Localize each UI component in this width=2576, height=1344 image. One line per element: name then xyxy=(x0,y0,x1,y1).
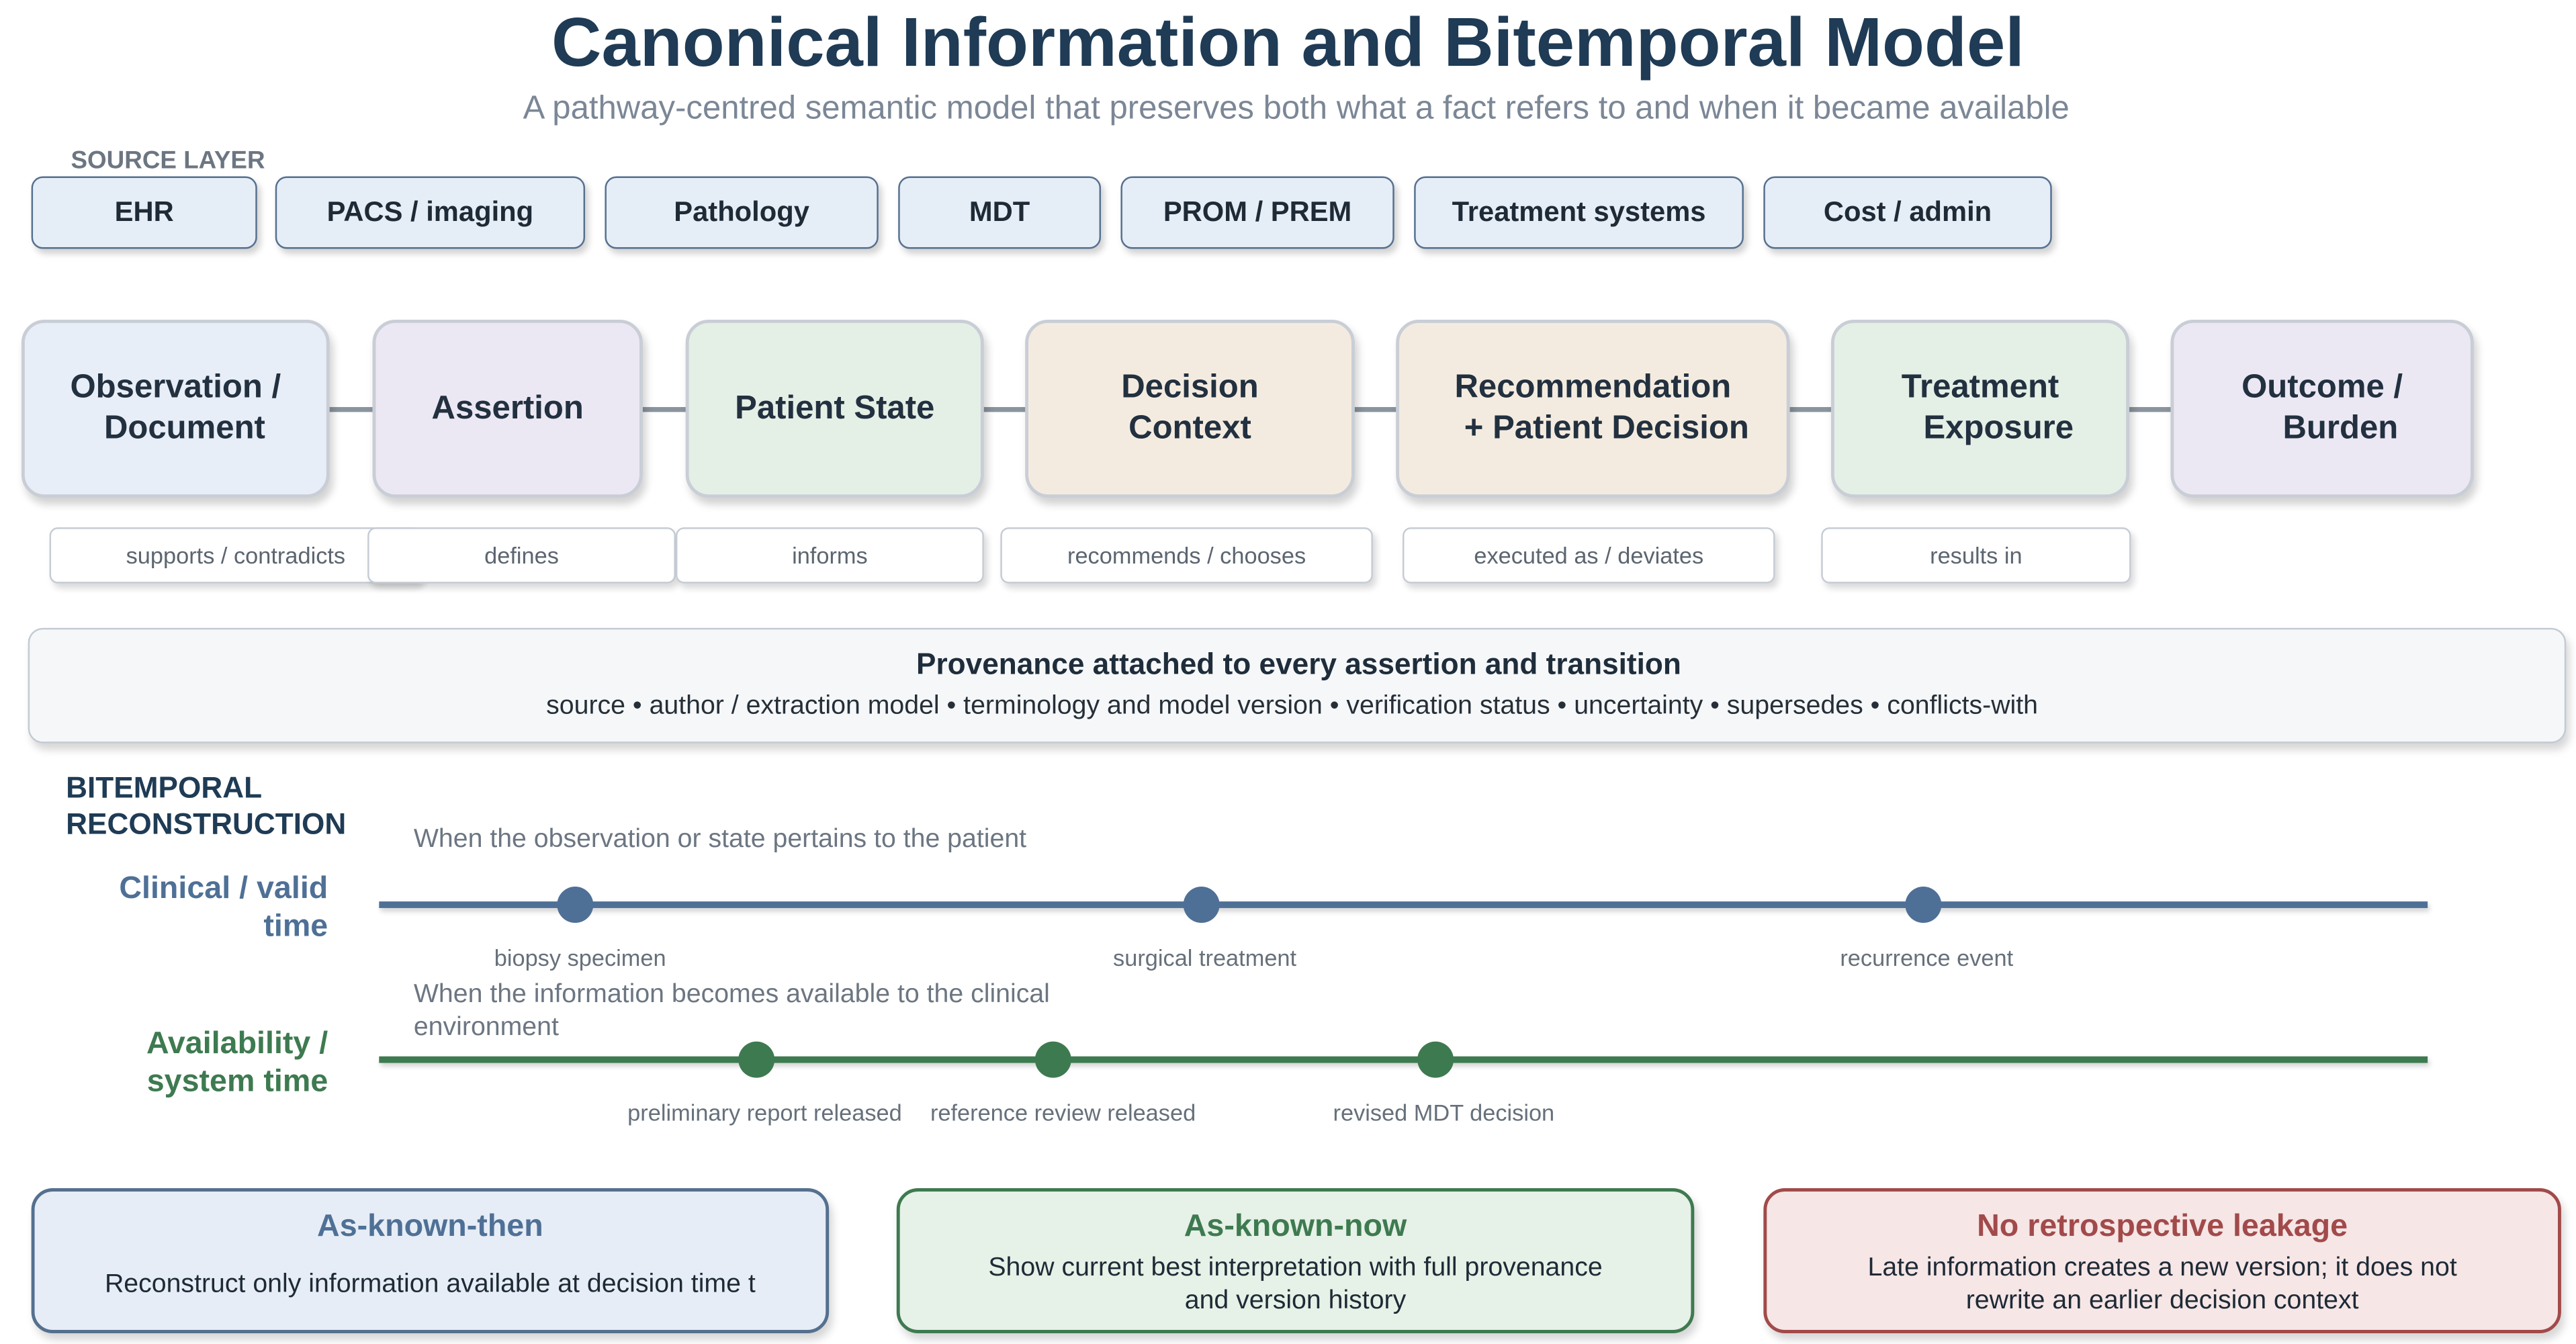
relation-label: recommends / chooses xyxy=(1000,527,1373,584)
clinical-time-description: When the observation or state pertains t… xyxy=(413,825,1027,854)
node-observation-document: Observation / Document xyxy=(21,319,330,498)
availability-event-label: reference review released xyxy=(930,1099,1196,1126)
relation-label: results in xyxy=(1821,527,2131,584)
source-mdt: MDT xyxy=(898,176,1102,249)
clinical-event-marker xyxy=(1183,887,1220,924)
relation-label: supports / contradicts xyxy=(49,527,423,584)
node-patient-state: Patient State xyxy=(685,319,984,498)
card-title: As-known-now xyxy=(1184,1209,1407,1245)
availability-time-description: When the information becomes available t… xyxy=(413,980,1050,1042)
card-text: Late information creates a new version; … xyxy=(1867,1254,2457,1315)
clinical-event-marker xyxy=(1905,887,1942,924)
card-no-retrospective-leakage: No retrospective leakage Late informatio… xyxy=(1763,1188,2561,1333)
source-layer-label: SOURCE LAYER xyxy=(71,146,265,175)
node-label: Assertion xyxy=(431,390,584,427)
source-pathology: Pathology xyxy=(605,176,879,249)
availability-timeline xyxy=(379,1056,2428,1063)
page-subtitle: A pathway-centred semantic model that pr… xyxy=(523,90,2070,127)
pathway-connector xyxy=(328,407,374,412)
pathway-connector xyxy=(1353,407,1400,412)
node-label: Recommendation + Patient Decision xyxy=(1454,369,1749,447)
source-cost-admin: Cost / admin xyxy=(1763,176,2052,249)
relation-label: defines xyxy=(367,527,676,584)
provenance-panel: Provenance attached to every assertion a… xyxy=(28,627,2567,744)
card-text: Show current best interpretation with fu… xyxy=(988,1254,1603,1315)
node-decision-context: Decision Context xyxy=(1025,319,1355,498)
node-treatment-exposure: Treatment Exposure xyxy=(1830,319,2130,498)
provenance-title: Provenance attached to every assertion a… xyxy=(916,647,1681,681)
pathway-connector xyxy=(982,407,1029,412)
card-as-known-then: As-known-then Reconstruct only informati… xyxy=(31,1188,830,1333)
node-label: Outcome / Burden xyxy=(2241,369,2403,447)
provenance-items: source • author / extraction model • ter… xyxy=(546,692,2039,721)
clinical-event-label: recurrence event xyxy=(1840,944,2014,971)
availability-event-marker xyxy=(738,1041,775,1078)
clinical-event-label: surgical treatment xyxy=(1113,944,1297,971)
clinical-event-label: biopsy specimen xyxy=(494,944,666,971)
availability-event-marker xyxy=(1034,1041,1071,1078)
card-title: No retrospective leakage xyxy=(1977,1209,2348,1245)
bitemporal-label: BITEMPORAL RECONSTRUCTION xyxy=(66,771,347,841)
node-label: Patient State xyxy=(735,390,935,427)
node-label: Observation / Document xyxy=(70,369,281,447)
clinical-event-marker xyxy=(557,887,594,924)
availability-event-marker xyxy=(1417,1041,1454,1078)
pathway-connector xyxy=(1788,407,1834,412)
node-label: Decision Context xyxy=(1121,369,1259,447)
node-label: Treatment Exposure xyxy=(1901,369,2074,447)
card-as-known-now: As-known-now Show current best interpret… xyxy=(896,1188,1695,1333)
node-outcome-burden: Outcome / Burden xyxy=(2170,319,2474,498)
availability-time-label: Availability / system time xyxy=(146,1026,328,1100)
node-assertion: Assertion xyxy=(372,319,643,498)
relation-label: executed as / deviates xyxy=(1403,527,1775,584)
page-title: Canonical Information and Bitemporal Mod… xyxy=(551,3,2025,81)
clinical-timeline xyxy=(379,901,2428,908)
source-treatment-systems: Treatment systems xyxy=(1414,176,1744,249)
source-ehr: EHR xyxy=(31,176,257,249)
node-recommendation-patient-decision: Recommendation + Patient Decision xyxy=(1396,319,1790,498)
card-text: Reconstruct only information available a… xyxy=(104,1270,756,1299)
source-prom-prem: PROM / PREM xyxy=(1120,176,1394,249)
clinical-time-label: Clinical / valid time xyxy=(119,871,328,944)
source-pacs-imaging: PACS / imaging xyxy=(275,176,586,249)
pathway-connector xyxy=(2127,407,2174,412)
availability-event-label: preliminary report released xyxy=(627,1099,902,1126)
pathway-connector xyxy=(641,407,688,412)
card-title: As-known-then xyxy=(317,1209,543,1245)
relation-label: informs xyxy=(675,527,984,584)
availability-event-label: revised MDT decision xyxy=(1333,1099,1555,1126)
